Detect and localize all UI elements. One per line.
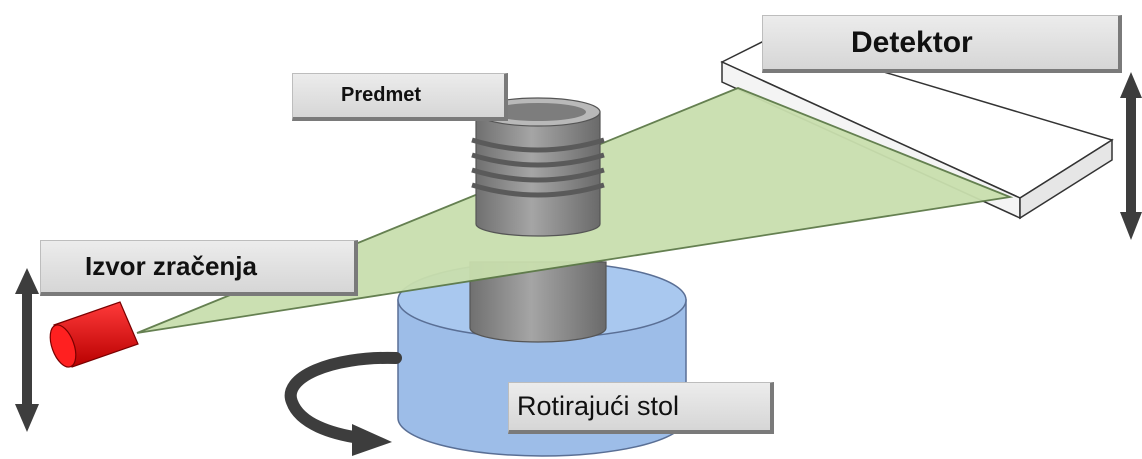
red-cylinder-icon xyxy=(49,301,139,368)
object-label: Predmet xyxy=(292,73,508,121)
source-motion-arrow-icon xyxy=(15,268,39,432)
curved-rotation-arrow-icon xyxy=(284,351,402,456)
detector-motion-arrow-icon xyxy=(1120,72,1142,240)
object-lower xyxy=(469,261,607,343)
detector-label: Detektor xyxy=(762,15,1122,73)
source-label: Izvor zračenja xyxy=(40,240,358,296)
rotating-table-label: Rotirajući stol xyxy=(508,382,774,434)
